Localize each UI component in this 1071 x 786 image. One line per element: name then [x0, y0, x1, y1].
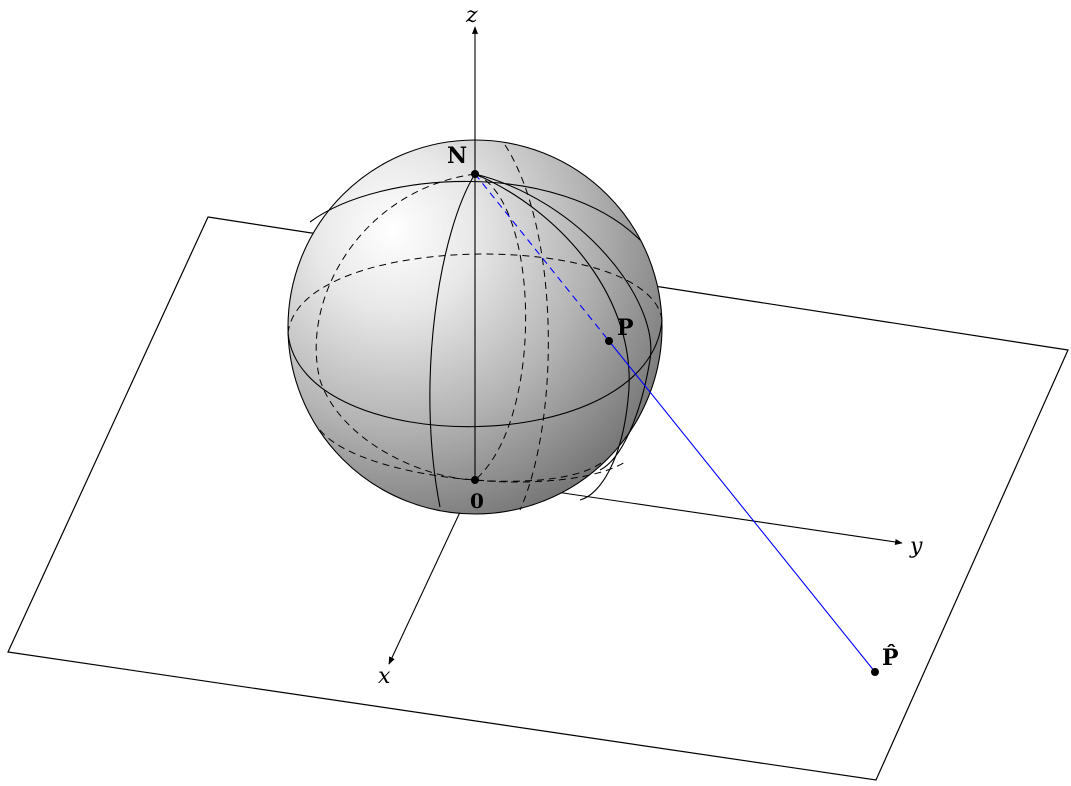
arc-through-n [309, 180, 641, 241]
y-axis-label: y [909, 534, 923, 559]
projected-point-label: P̂ [882, 645, 899, 671]
lower-circle-back-2 [474, 461, 626, 483]
north-pole-label: N [447, 143, 467, 169]
projected-point-p-hat [871, 668, 879, 676]
sphere-point-label: P [617, 315, 634, 341]
z-axis-label: z [465, 3, 478, 28]
meridian-front-left [429, 173, 476, 508]
x-axis-label: x [378, 664, 391, 689]
meridian-front-right [474, 173, 652, 471]
tangent-plane [7, 216, 1069, 781]
sphere-point-p [605, 337, 613, 345]
origin-label: 0 [470, 489, 484, 513]
meridian-back-right [474, 173, 527, 481]
north-pole-point [471, 170, 479, 178]
meridian-through-p [474, 173, 630, 501]
lower-circle-back [319, 429, 606, 482]
meridian-back-left [315, 173, 476, 481]
origin-point [471, 476, 479, 484]
projection-line [608, 340, 876, 673]
